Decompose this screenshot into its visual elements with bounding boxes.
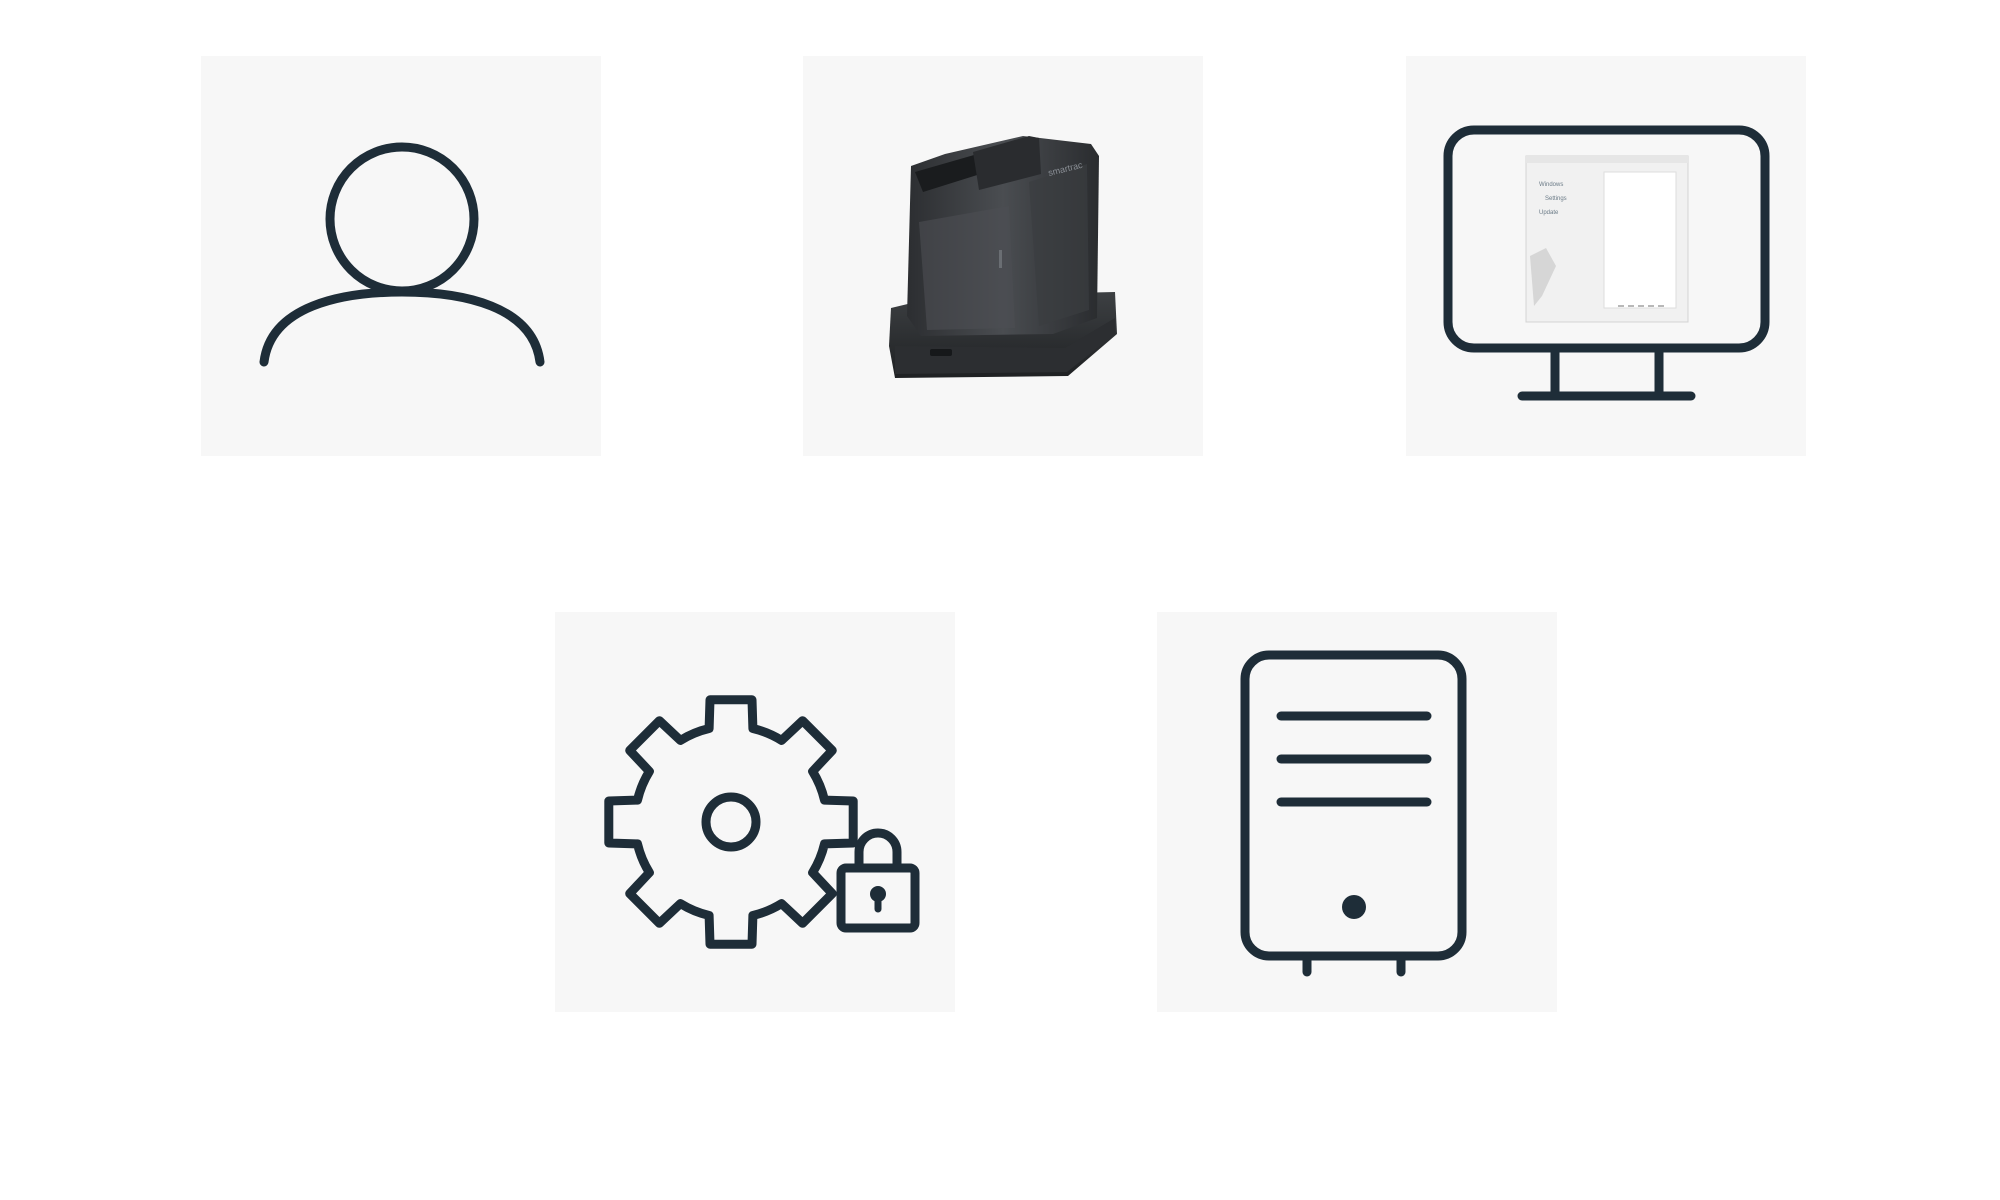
monitor-tile[interactable]: Windows Settings Update: [1406, 56, 1806, 456]
gear-lock-icon: [604, 695, 920, 949]
user-icon: [259, 142, 545, 367]
lock-icon: [836, 828, 920, 933]
gear-icon: [604, 695, 858, 949]
screen-menu-item: Windows: [1539, 182, 1563, 188]
screen-software-window: Windows Settings Update: [1525, 155, 1689, 323]
server-tile[interactable]: [1157, 612, 1557, 1012]
screen-menu-item: Settings: [1545, 196, 1567, 202]
charging-cradle-device-image: smartrac: [889, 136, 1117, 378]
device-tile[interactable]: smartrac: [803, 56, 1203, 456]
screen-menu-item: Update: [1539, 210, 1559, 216]
monitor-icon: Windows Settings Update: [1443, 125, 1770, 401]
server-tower-icon: [1240, 650, 1467, 977]
user-tile[interactable]: [201, 56, 601, 456]
security-settings-tile[interactable]: [555, 612, 955, 1012]
